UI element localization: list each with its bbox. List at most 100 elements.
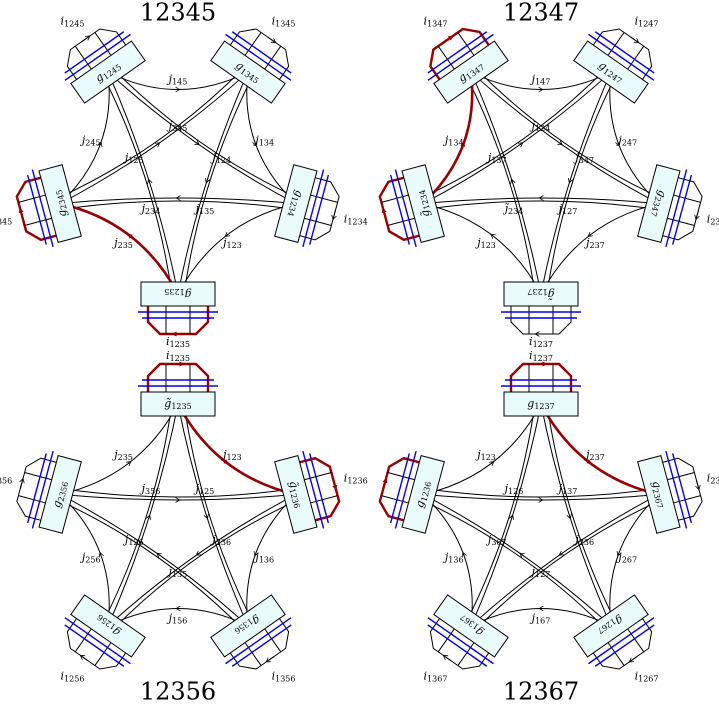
node-group: g1245 bbox=[64, 28, 146, 104]
panel-title: 12367 bbox=[503, 678, 579, 705]
node-box bbox=[210, 40, 286, 104]
inner-edge-arrow bbox=[204, 178, 211, 184]
side-edge-label: j123 bbox=[220, 236, 242, 250]
brace-line bbox=[594, 624, 655, 667]
side-edge-label: j237 bbox=[583, 448, 605, 462]
loop-arrow bbox=[332, 480, 338, 491]
node-group: g2345 bbox=[15, 164, 82, 248]
loop-strand bbox=[437, 626, 456, 653]
panel-title: 12356 bbox=[140, 678, 216, 705]
brace-line bbox=[672, 174, 693, 245]
side-edge-label: j235 bbox=[111, 236, 133, 250]
brace-line bbox=[389, 174, 410, 245]
node-box bbox=[573, 594, 649, 658]
inner-edge-arrow bbox=[203, 513, 209, 520]
inner-edge-arrow bbox=[517, 142, 524, 148]
outer-loop-label: i1235 bbox=[166, 349, 190, 363]
node-group: g̃1234 bbox=[378, 164, 445, 248]
loop-strand bbox=[457, 32, 476, 58]
side-edge-arrow bbox=[587, 231, 594, 237]
brace-line bbox=[231, 624, 292, 667]
brace-line bbox=[427, 33, 494, 81]
side-edge-label: j136 bbox=[252, 551, 274, 565]
node-group: g1237 bbox=[501, 361, 581, 417]
loop-strand bbox=[606, 32, 625, 58]
panel-12345: j345j124j135j234j125j145j134j123j235j245… bbox=[0, 0, 368, 363]
inner-edge-arrow bbox=[558, 550, 565, 556]
side-edge-label: j235 bbox=[111, 448, 133, 462]
loop-strand bbox=[263, 45, 282, 72]
loop-arrow bbox=[267, 36, 277, 44]
loop-strand bbox=[302, 471, 332, 481]
panel-12347: j124j347j127j̃234j137j147j247j237j123j13… bbox=[378, 0, 719, 363]
inner-edge bbox=[470, 403, 542, 627]
inner-edge-label: j234 bbox=[139, 202, 161, 216]
inner-edge-label: j356 bbox=[139, 482, 161, 496]
side-edge-label: j123 bbox=[474, 448, 496, 462]
inner-edge-arrow bbox=[508, 514, 515, 520]
outer-loop-label: i1237 bbox=[529, 349, 553, 363]
node-group: g2356 bbox=[16, 450, 82, 534]
outer-loop-label: i1235 bbox=[166, 335, 190, 349]
loop-arrow bbox=[628, 655, 638, 663]
loop-strand bbox=[671, 495, 701, 504]
node-box bbox=[401, 164, 445, 244]
loop-arrow bbox=[265, 655, 275, 663]
side-edge-arrow bbox=[490, 233, 496, 239]
brace-line bbox=[427, 617, 494, 665]
node-group: g1236 bbox=[378, 450, 445, 534]
inner-edge-arrow bbox=[195, 550, 202, 556]
side-edge-label: j134 bbox=[252, 133, 274, 147]
brace-line bbox=[302, 169, 325, 248]
node-label: g1237 bbox=[527, 397, 554, 411]
inner-edge-arrow bbox=[156, 552, 162, 558]
node-box bbox=[70, 40, 146, 104]
brace-line bbox=[394, 450, 417, 529]
side-edge-label: j247 bbox=[615, 133, 637, 147]
inner-edge bbox=[465, 75, 536, 295]
node-box bbox=[38, 454, 82, 534]
inner-edge-label: j̃234 bbox=[503, 202, 524, 216]
loop-strand bbox=[626, 626, 645, 653]
inner-edge bbox=[177, 71, 249, 295]
brace-line bbox=[427, 31, 488, 74]
loop-strand bbox=[263, 626, 282, 653]
inner-edge-label: j127 bbox=[556, 202, 578, 216]
inner-edge-label: j127 bbox=[529, 565, 551, 579]
loop-strand bbox=[387, 217, 417, 227]
side-edge-label: j147 bbox=[529, 73, 551, 87]
node-group: g1235 bbox=[138, 281, 218, 337]
node-box bbox=[140, 391, 216, 417]
side-edge-label: j136 bbox=[442, 551, 464, 565]
brace-line bbox=[225, 33, 292, 81]
loop-strand bbox=[381, 194, 411, 203]
loop-strand bbox=[665, 471, 695, 481]
side-edge-label: j156 bbox=[166, 611, 188, 625]
brace-line bbox=[26, 453, 47, 524]
loop-arrow bbox=[18, 207, 24, 218]
side-edge-label: j123 bbox=[474, 236, 496, 250]
loop-arrow bbox=[382, 477, 388, 489]
brace-line bbox=[309, 453, 330, 524]
side-edge-arrow bbox=[586, 459, 592, 465]
inner-edge bbox=[421, 68, 607, 199]
brace-line bbox=[225, 617, 292, 665]
node-box bbox=[637, 454, 681, 534]
outer-loop-label: i1367 bbox=[424, 670, 448, 684]
outer-loop-label: i2367 bbox=[707, 471, 719, 485]
side-edge-label: j267 bbox=[615, 551, 637, 565]
inner-edge-label: j137 bbox=[485, 151, 507, 165]
node-box bbox=[401, 454, 445, 534]
inner-edge bbox=[424, 488, 658, 498]
loop-arrow bbox=[630, 36, 640, 44]
node-box bbox=[503, 281, 579, 307]
inner-edge-arrow bbox=[145, 514, 152, 520]
loop-arrow bbox=[81, 35, 91, 43]
loop-strand bbox=[74, 45, 93, 72]
brace-line bbox=[588, 617, 655, 665]
node-label: g̃1235 bbox=[164, 397, 191, 411]
node-box bbox=[140, 281, 216, 307]
outer-loop-label: i1234 bbox=[344, 213, 368, 227]
side-edge-arrow bbox=[125, 461, 132, 467]
